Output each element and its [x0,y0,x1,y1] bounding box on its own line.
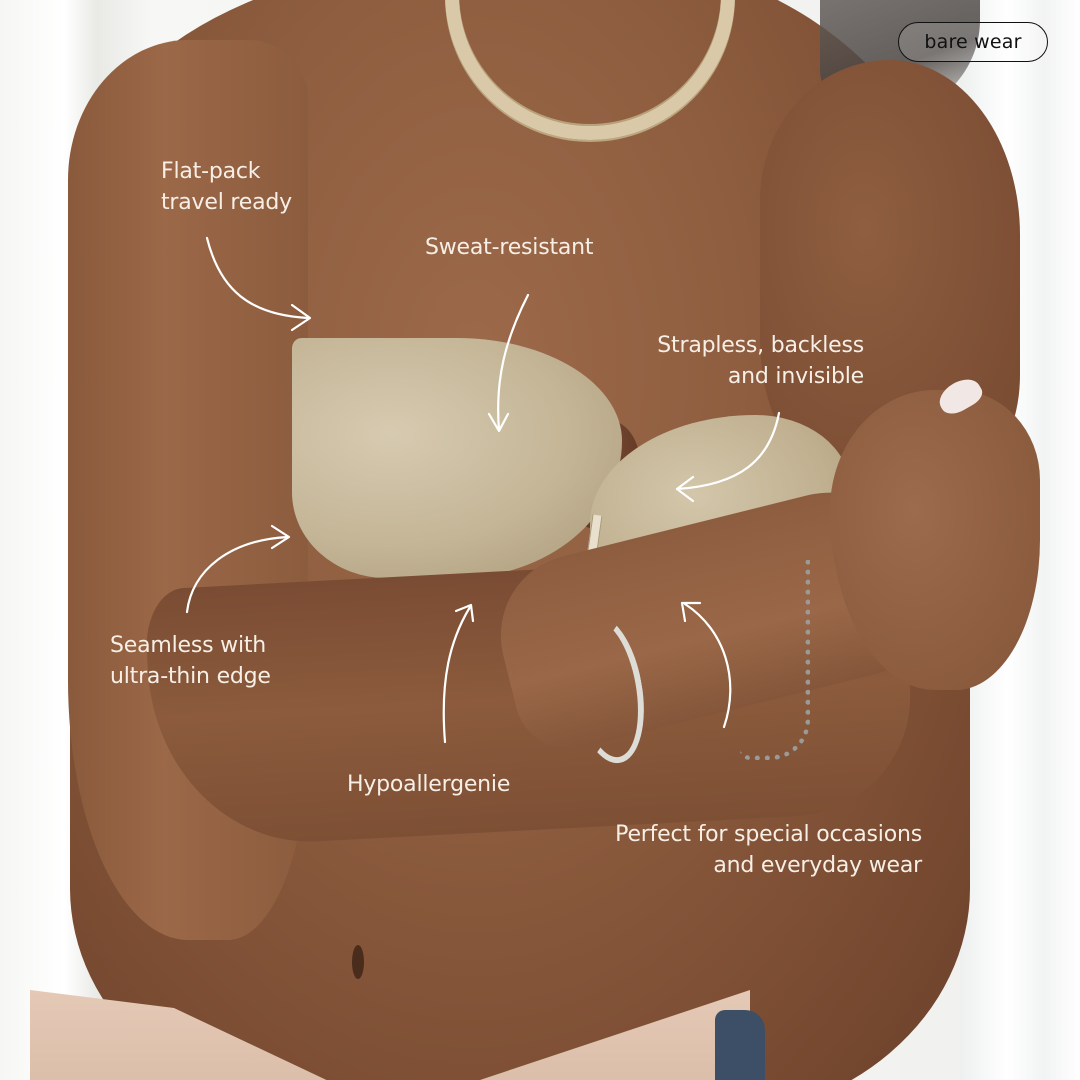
callout-strapless: Strapless, backless and invisible [657,333,864,389]
brand-logo: bare wear [898,22,1048,62]
navel [352,945,364,979]
chain-bracelet [740,560,810,760]
bra-left-cup [292,338,622,578]
callout-hypoallergenic: Hypoallergenie [347,772,511,797]
callout-flat-pack: Flat-pack travel ready [161,159,292,215]
denim [715,1010,765,1080]
callout-sweat-resistant: Sweat-resistant [425,235,594,260]
callout-occasions: Perfect for special occasions and everyd… [615,822,922,878]
hand [830,390,1040,690]
callout-seamless: Seamless with ultra-thin edge [110,633,271,689]
